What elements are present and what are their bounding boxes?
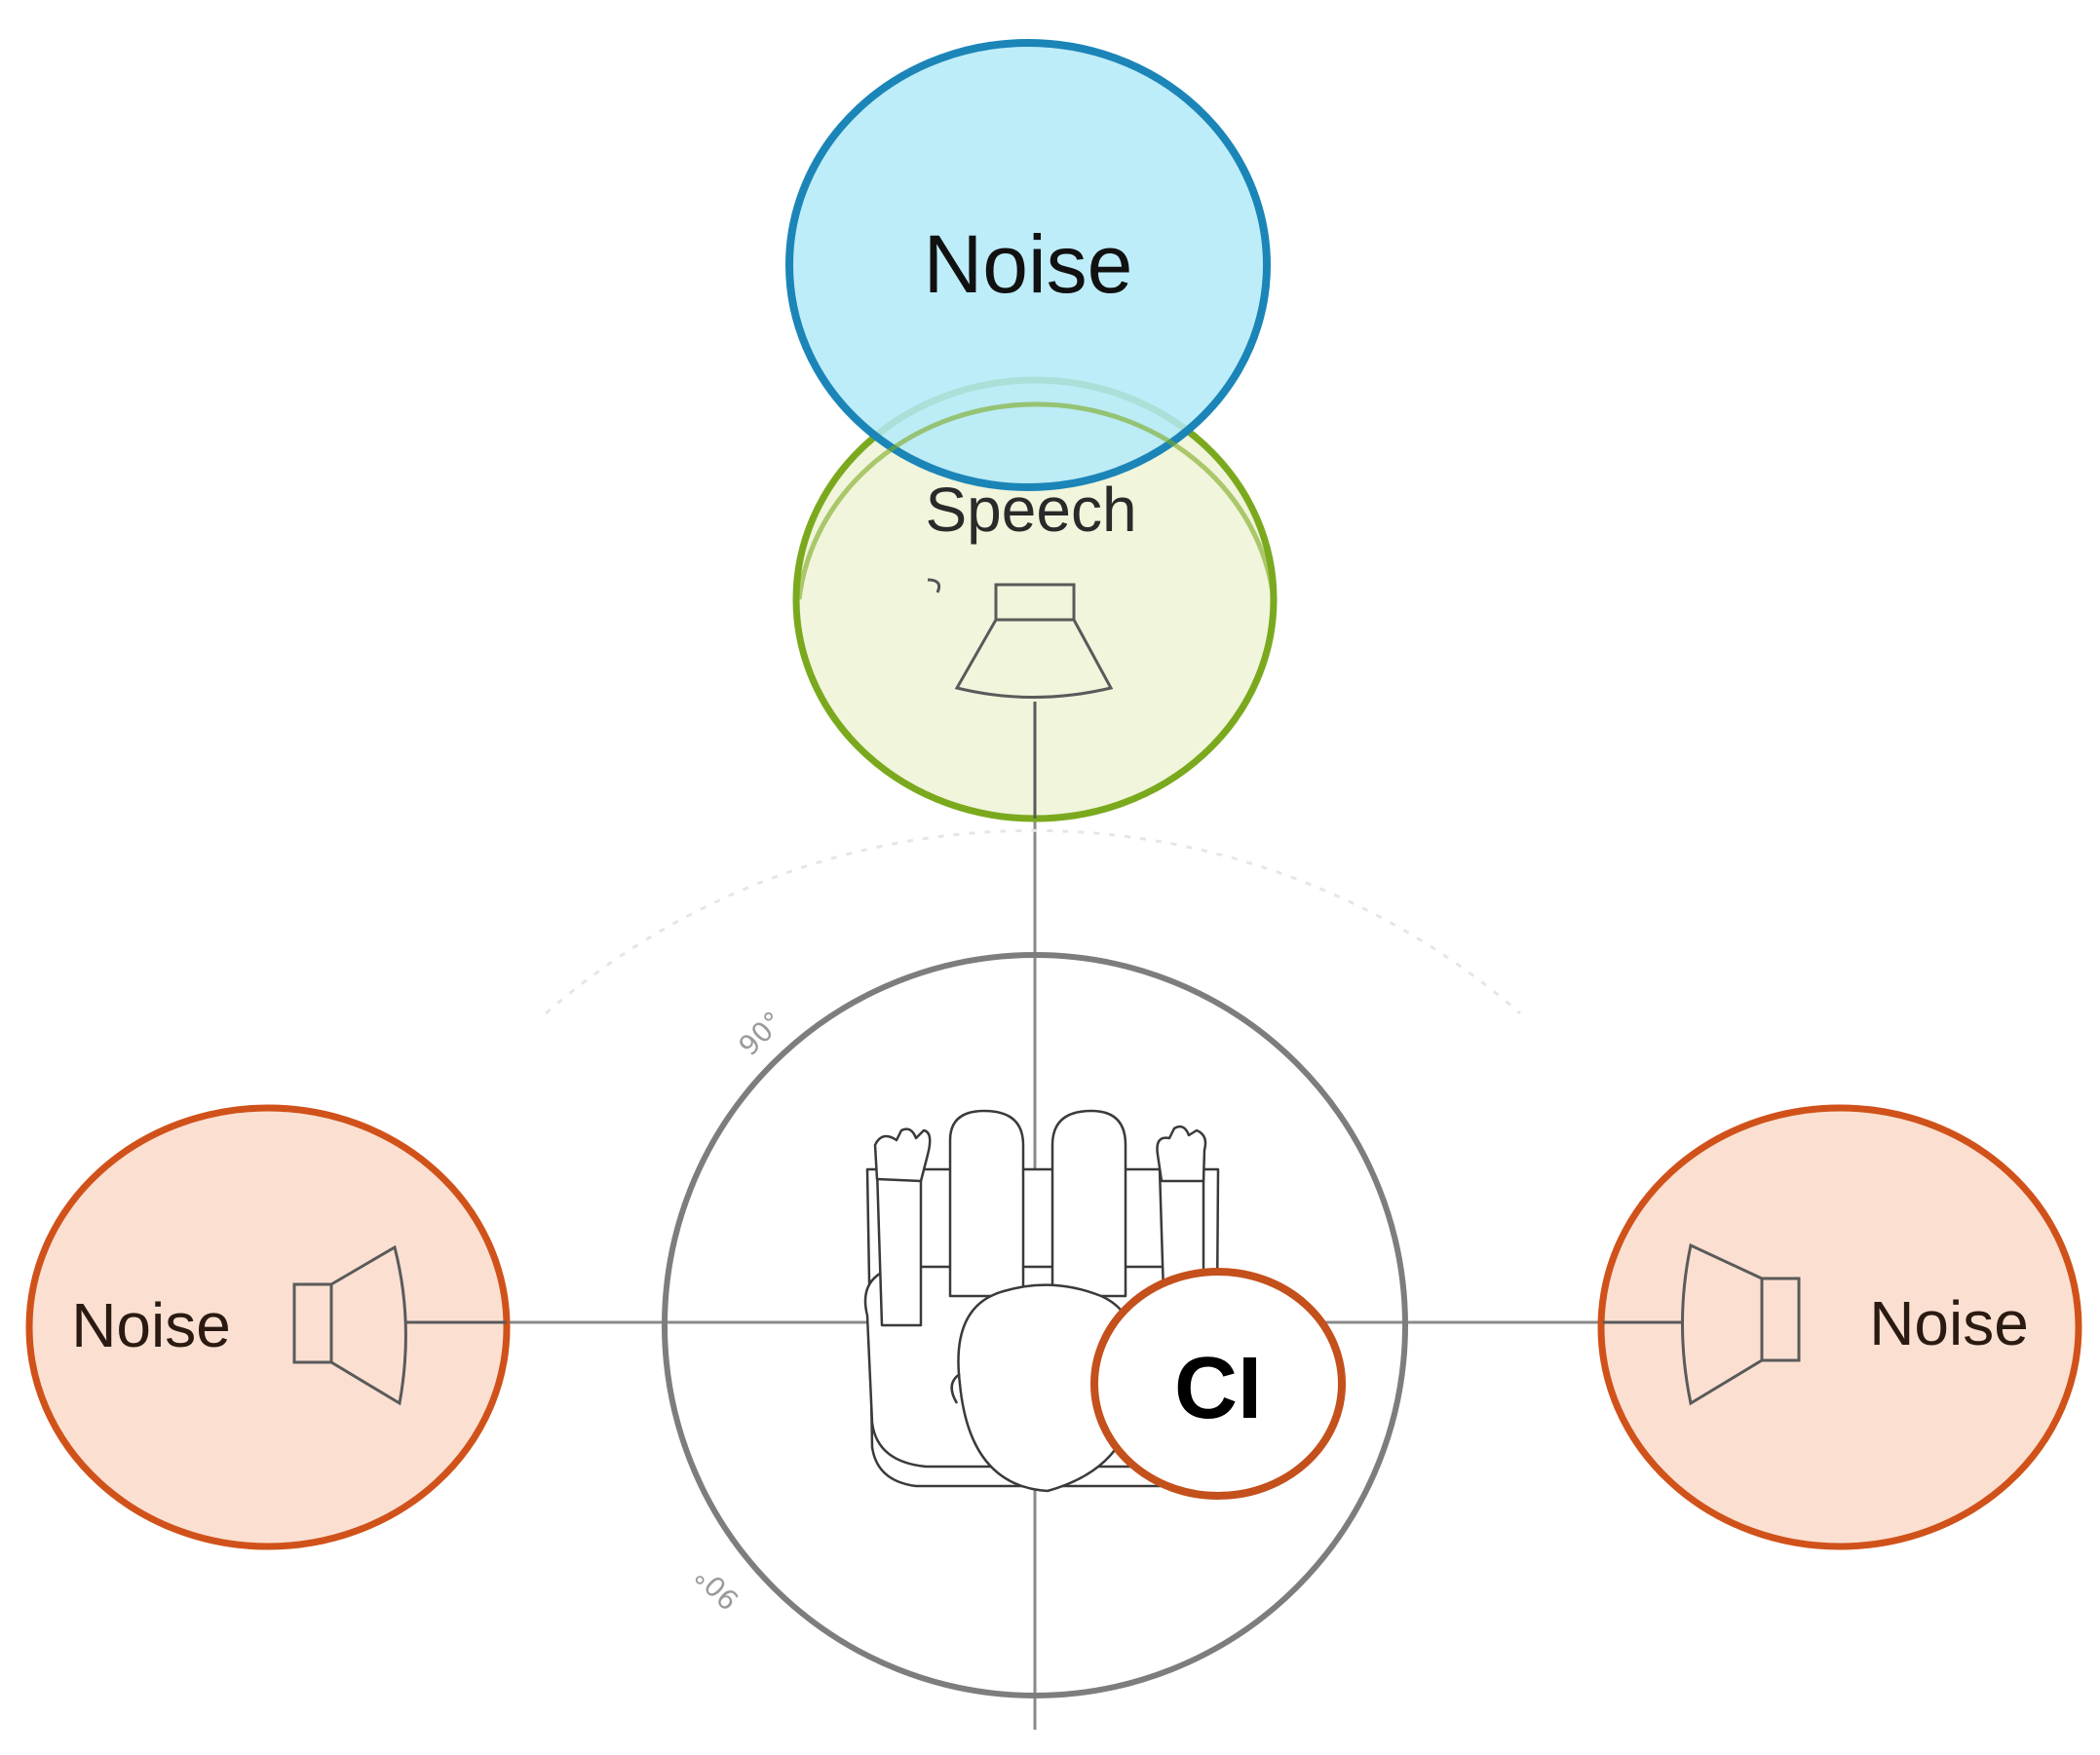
small-mark xyxy=(927,578,941,593)
faint-arc xyxy=(545,828,1521,1015)
right-speaker-icon xyxy=(1603,1242,1801,1406)
right-noise-label: Noise xyxy=(1869,1288,2029,1358)
top-speaker-icon xyxy=(954,583,1114,819)
speech-label: Speech xyxy=(925,475,1136,545)
ci-label: CI xyxy=(1174,1340,1262,1437)
listening-area-circle xyxy=(662,952,1408,1698)
top-noise-label: Noise xyxy=(924,218,1133,310)
left-speaker-icon xyxy=(292,1244,507,1406)
top-noise-source-circle xyxy=(785,39,1271,491)
left-noise-source-circle xyxy=(25,1104,511,1550)
right-noise-source-circle xyxy=(1597,1104,2082,1550)
speech-circle-overlap-outline xyxy=(796,401,1277,600)
left-noise-label: Noise xyxy=(71,1290,231,1360)
ci-circle xyxy=(1090,1268,1346,1500)
angle-label-lower: 90° xyxy=(689,1559,745,1616)
